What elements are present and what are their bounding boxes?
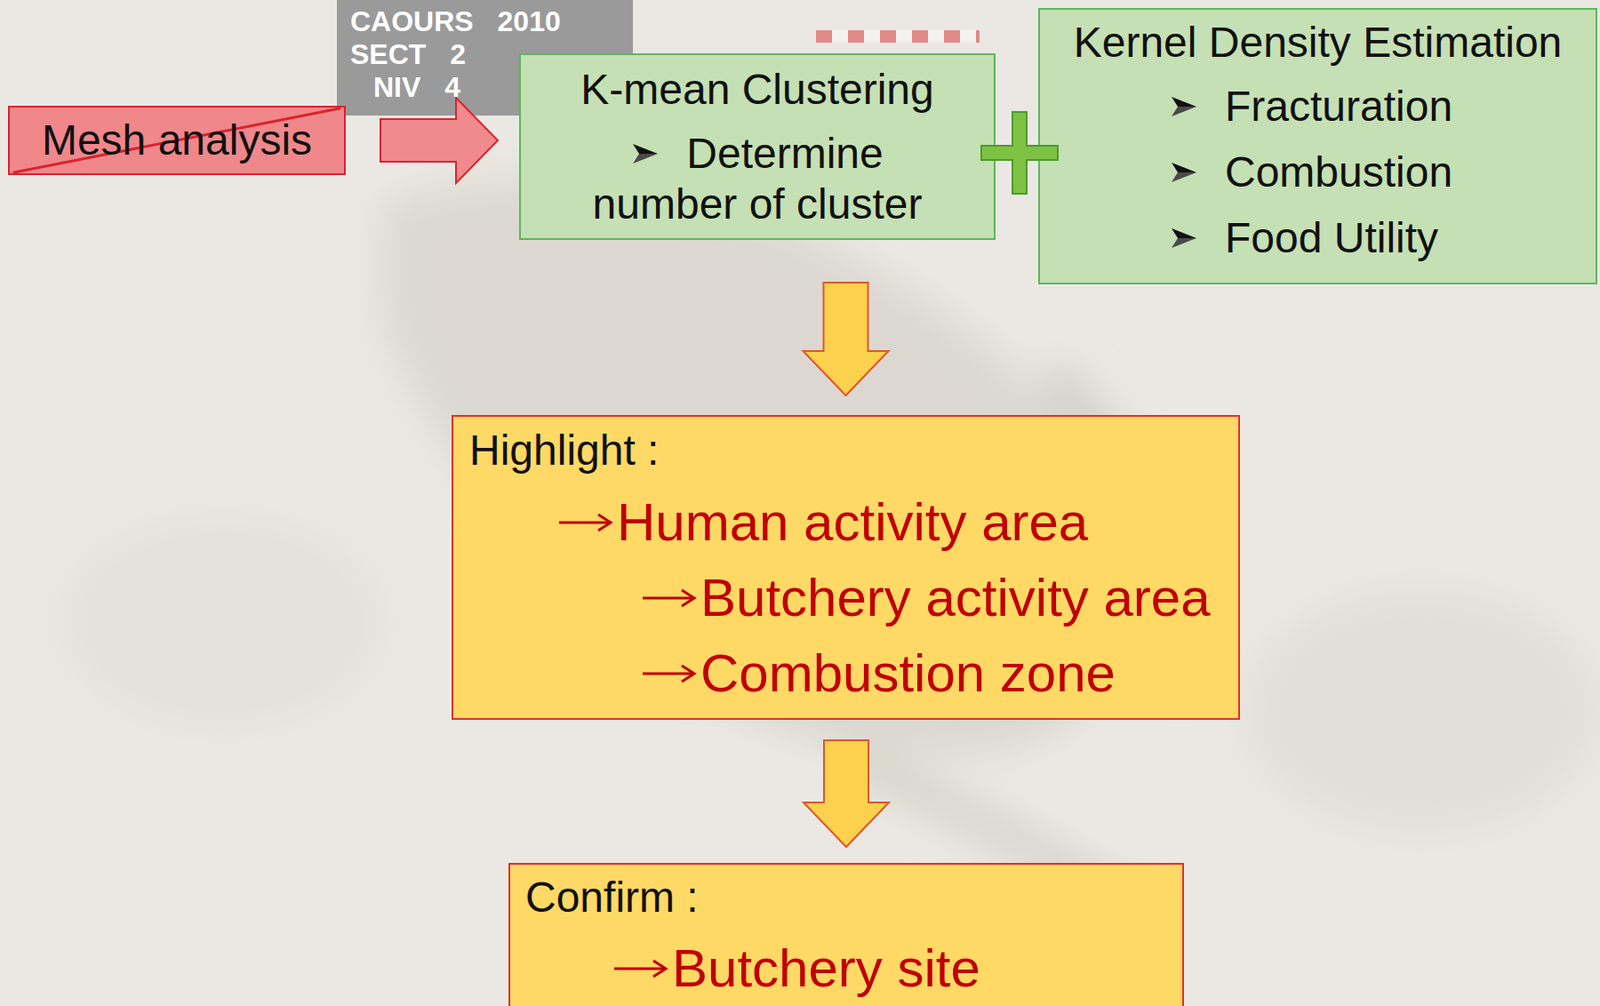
bullet-facet [1171,106,1197,117]
result-item: Human activity area [616,492,1088,552]
photo-label: CAOURS 2010 [350,7,561,36]
block-arrow [803,740,889,848]
result-item: Butchery activity area [700,568,1211,628]
arrow-head [653,960,666,977]
block-arrow [380,97,498,184]
result-item: Combustion zone [700,643,1116,704]
stick-stripes [816,30,980,43]
item-arrow [612,955,669,983]
bullet-arrow [631,142,660,166]
arrow-shaft [559,521,609,525]
arrow-head [681,590,695,607]
text-line: Combustion zone [469,635,1223,712]
box-title: K-mean Clustering [580,65,935,113]
arrow-head [598,514,611,531]
arrow-head [681,665,695,682]
box-text: Mesh analysis [41,116,312,164]
text-line: Confirm : [525,872,1168,924]
arrow-shaft [614,968,664,971]
sand-patch [62,515,383,729]
bullet-item: Food Utility [1224,214,1439,262]
bullet-facet [1171,238,1197,248]
text-line: Combustion [1050,139,1585,206]
text-line: Butchery site [525,930,1168,1006]
bullet-arrow [1169,226,1199,250]
text-line: Determine number of cluster [561,128,953,230]
arrow-shaft [642,597,693,600]
arrow-shaft [642,672,693,676]
process-box: K-mean ClusteringDetermine number of clu… [519,53,996,240]
item-arrow [557,509,614,536]
box-heading: Highlight : [469,426,659,474]
bullet-item: Fracturation [1224,82,1453,130]
measuring-stick [816,30,980,43]
bullet-facet [1171,228,1197,239]
stick-body [816,30,980,43]
text-line: Human activity area [469,484,1223,560]
bullet-facet [632,144,658,154]
process-box: Kernel Density EstimationFracturationCom… [1038,8,1598,285]
box-heading: Confirm : [525,873,699,921]
bullet-facet [632,153,658,164]
block-arrow [803,282,889,396]
sand-patch [1244,586,1600,836]
result-box: Highlight : Human activity areaButchery a… [451,415,1240,720]
photo-label: NIV 4 [373,72,461,102]
text-line: Butchery activity area [469,560,1223,636]
bullet-item: Determine number of cluster [592,129,923,228]
text-line: Highlight : [469,424,1223,478]
bullet-item: Combustion [1224,148,1453,196]
text-line: Kernel Density Estimation [1050,15,1585,71]
bullet-arrow [1169,160,1199,184]
strike-stroke [13,108,341,174]
bullet-arrow [1169,95,1199,119]
item-arrow [640,584,697,612]
box-title: Kernel Density Estimation [1073,18,1563,66]
result-box: Confirm : Butchery site [508,863,1184,1006]
bullet-facet [1171,162,1197,173]
bullet-facet [1171,172,1197,183]
bullet-facet [1171,96,1197,107]
text-line: Fracturation [1050,73,1585,140]
text-line: Mesh analysis [20,107,334,174]
photo-shading [62,179,1600,925]
result-item: Butchery site [672,938,981,999]
photo-label: SECT 2 [350,40,466,69]
item-arrow [640,660,697,688]
process-box: Mesh analysis [8,105,346,176]
text-line: K-mean Clustering [533,62,982,118]
text-line: Food Utility [1050,205,1585,272]
